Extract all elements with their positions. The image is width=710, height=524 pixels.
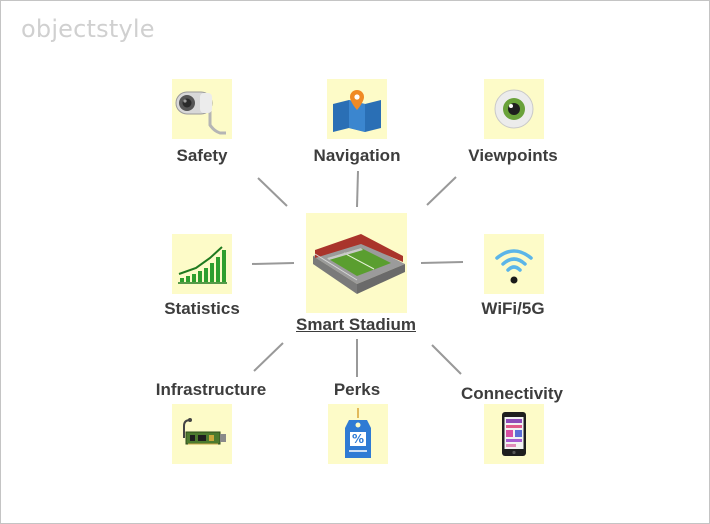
brand-logo: objectstyle (21, 15, 155, 43)
connector-connectivity (431, 344, 462, 375)
node-safety-label: Safety (176, 146, 228, 165)
svg-text:%: % (352, 432, 364, 446)
center-label: Smart Stadium (296, 315, 416, 334)
connector-viewpoints (426, 176, 457, 206)
node-statistics-label: Statistics (164, 299, 240, 318)
connector-wifi (420, 261, 464, 264)
stadium-icon (312, 234, 405, 294)
node-perks-label: Perks (333, 380, 381, 399)
node-connectivity-label: Connectivity (460, 384, 564, 403)
node-safety-box (172, 79, 232, 139)
connector-safety (257, 177, 288, 207)
security-camera-icon (175, 91, 226, 135)
node-connectivity-box (484, 404, 544, 464)
node-navigation-box (327, 79, 387, 139)
wifi-icon (495, 249, 533, 284)
circuit-board-icon (183, 418, 226, 445)
discount-tag-icon: % (345, 408, 371, 458)
connector-infrastructure (253, 342, 284, 372)
node-viewpoints-label: Viewpoints (468, 146, 558, 165)
map-pin-icon (333, 90, 381, 132)
connector-statistics (251, 262, 295, 265)
eye-icon (494, 89, 534, 129)
node-navigation-label: Navigation (313, 146, 401, 165)
center-stadium-box (306, 213, 407, 313)
node-perks-box: % (328, 404, 388, 464)
node-wifi-box (484, 234, 544, 294)
node-wifi-label: WiFi/5G (481, 299, 545, 318)
node-infrastructure-label: Infrastructure (155, 380, 267, 399)
connector-navigation (356, 170, 359, 208)
node-infrastructure-box (172, 404, 232, 464)
node-viewpoints-box (484, 79, 544, 139)
growth-chart-icon (178, 246, 227, 284)
node-statistics-box (172, 234, 232, 294)
smartphone-icon (502, 412, 526, 456)
